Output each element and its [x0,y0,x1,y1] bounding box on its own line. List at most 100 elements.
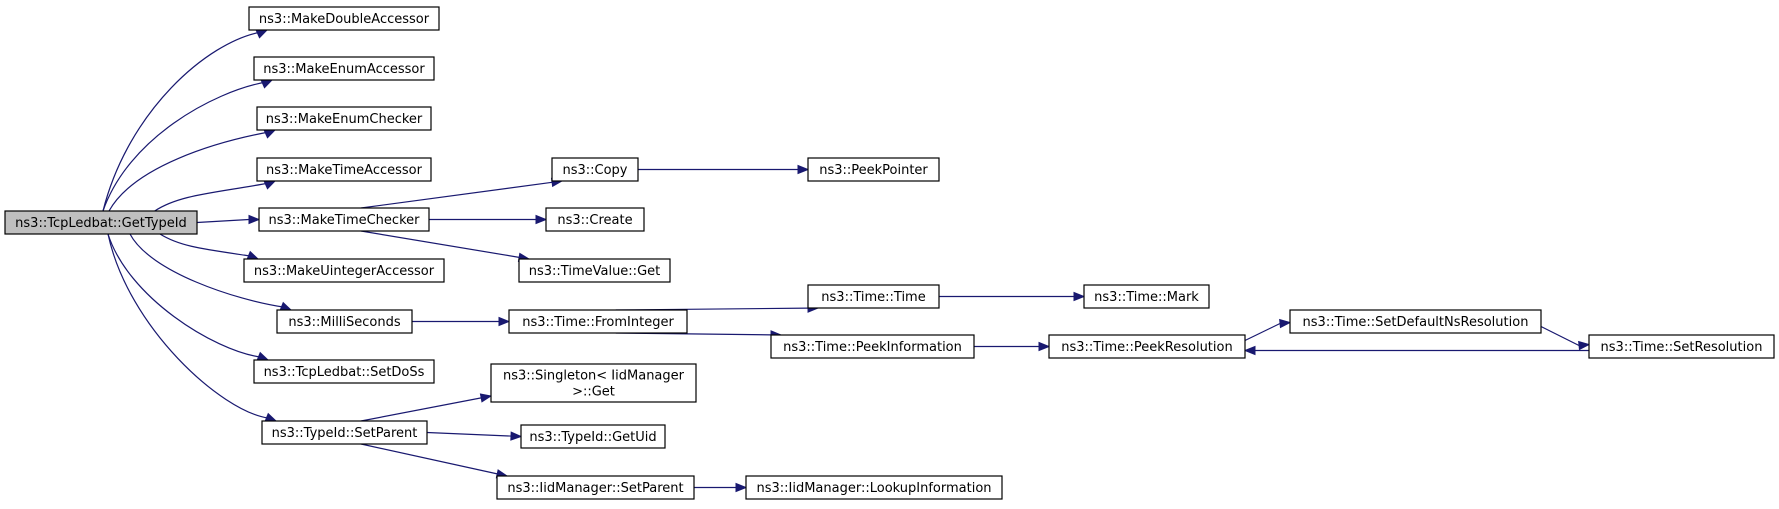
node-box [256,106,432,131]
edge-mkTimeChk-copy [360,181,553,209]
node-mk-enum-acc[interactable]: ns3::MakeEnumAccessor [253,56,435,81]
node-box [1048,334,1246,359]
node-time-mark[interactable]: ns3::Time::Mark [1083,284,1210,309]
edge-root-mkUintAcc [159,233,251,257]
node-mk-uint-acc[interactable]: ns3::MakeUintegerAccessor [243,258,445,283]
node-box [545,207,645,232]
edge-root-mkDblAcc [102,31,262,212]
node-time-time[interactable]: ns3::Time::Time [807,284,940,309]
node-from-int[interactable]: ns3::Time::FromInteger [508,309,688,334]
node-peek-ptr[interactable]: ns3::PeekPointer [807,157,940,182]
edge-tidSetParent-getUid-arrowhead [510,431,523,441]
node-label: ns3::Time::Mark [1094,290,1199,305]
node-label: ns3::Singleton< IidManager [503,369,685,384]
edge-root-mkTimeChk-line [196,218,250,224]
node-mk-enum-chk[interactable]: ns3::MakeEnumChecker [256,106,432,131]
edge-root-setDoSs-line [107,233,261,358]
node-box [1083,284,1210,309]
node-box [253,359,435,384]
node-box [770,334,975,359]
edge-root-mkEnumAcc-arrowhead [260,79,274,89]
edge-tidSetParent-singleton-line [360,397,482,422]
node-root[interactable]: ns3::TcpLedbat::GetTypeId [4,210,198,235]
edge-peekInfo-peekRes-arrowhead [1038,341,1051,352]
node-box [520,424,666,449]
node-label: ns3::MakeEnumChecker [266,112,423,127]
node-label: ns3::TcpLedbat::GetTypeId [15,216,187,231]
edge-setDefRes-setRes-line [1540,325,1580,347]
node-label: ns3::Time::SetResolution [1601,340,1763,355]
node-box [745,475,1003,500]
node-set-res[interactable]: ns3::Time::SetResolution [1588,334,1775,359]
node-box [490,363,697,403]
node-box [243,258,445,283]
node-mk-time-acc[interactable]: ns3::MakeTimeAccessor [256,157,432,182]
edge-setRes-peekRes-arrowhead [1243,345,1256,356]
node-label: ns3::MakeTimeChecker [269,213,421,228]
node-label: ns3::MakeDoubleAccessor [259,12,430,27]
edge-setDefRes-setRes-arrowhead [1578,340,1591,351]
node-label: ns3::IidManager::LookupInformation [756,481,991,496]
node-label: ns3::TypeId::SetParent [272,426,418,441]
node-label: ns3::Copy [562,163,627,178]
edge-root-tidSetParent [107,233,269,419]
edge-mkTimeChk-tvGet [360,230,520,258]
node-box [807,157,940,182]
edge-root-mkEnumChk-line [108,131,270,212]
node-label: ns3::MilliSeconds [288,315,401,330]
node-set-def-res[interactable]: ns3::Time::SetDefaultNsResolution [1289,309,1542,334]
edge-mkTimeChk-copy-line [360,181,553,209]
node-lookup-info[interactable]: ns3::IidManager::LookupInformation [745,475,1003,500]
edge-root-mkEnumAcc-line [102,81,267,212]
node-tv-get[interactable]: ns3::TimeValue::Get [518,258,671,283]
node-box [261,420,428,445]
edge-setDefRes-setRes [1540,325,1580,347]
edge-tidSetParent-getUid [426,431,512,437]
node-box [496,475,695,500]
node-box [551,157,639,182]
node-box [4,210,198,235]
edge-mkTimeChk-tvGet-line [360,230,520,258]
node-mk-time-chk[interactable]: ns3::MakeTimeChecker [258,207,430,232]
edge-root-mkEnumChk-arrowhead [263,129,277,139]
edge-tidSetParent-singleton [360,397,482,422]
edge-root-mkTimeAcc-line [154,182,270,212]
node-copy[interactable]: ns3::Copy [551,157,639,182]
edge-root-mkEnumAcc [102,81,267,212]
node-box [1588,334,1775,359]
edge-tidSetParent-getUid-line [426,431,512,437]
edge-root-mkTimeChk [196,218,250,224]
node-label: ns3::TypeId::GetUid [529,430,656,445]
node-create[interactable]: ns3::Create [545,207,645,232]
node-singleton[interactable]: ns3::Singleton< IidManager>::Get [490,363,697,403]
edge-tidSetParent-iidSetParent-line [360,443,498,475]
edge-iidSetParent-lookupInfo-arrowhead [735,482,748,493]
node-label: ns3::IidManager::SetParent [507,481,683,496]
edge-root-setDoSs [107,233,261,358]
edge-root-milli-line [129,233,284,308]
node-set-do-ss[interactable]: ns3::TcpLedbat::SetDoSs [253,359,435,384]
edge-tidSetParent-singleton-arrowhead [479,393,493,403]
node-label: >::Get [572,385,615,400]
edge-milli-fromInt-arrowhead [498,316,511,327]
node-get-uid[interactable]: ns3::TypeId::GetUid [520,424,666,449]
node-box [1289,309,1542,334]
node-iid-set-parent[interactable]: ns3::IidManager::SetParent [496,475,695,500]
edge-root-tidSetParent-line [107,233,269,419]
node-peek-info[interactable]: ns3::Time::PeekInformation [770,334,975,359]
node-mk-dbl-acc[interactable]: ns3::MakeDoubleAccessor [248,6,440,31]
node-label: ns3::Time::PeekInformation [783,340,962,355]
edge-root-mkDblAcc-line [102,31,262,212]
node-label: ns3::Time::SetDefaultNsResolution [1303,315,1529,330]
node-label: ns3::TimeValue::Get [529,264,661,279]
edge-peekRes-setDefRes-line [1244,322,1281,342]
node-milli[interactable]: ns3::MilliSeconds [276,309,413,334]
edge-mkTimeChk-create-arrowhead [535,214,548,225]
call-graph-nodes: ns3::TcpLedbat::GetTypeId ns3::MakeDouble… [4,6,1775,500]
edge-root-mkUintAcc-arrowhead [246,250,260,260]
node-box [248,6,440,31]
node-tid-set-parent[interactable]: ns3::TypeId::SetParent [261,420,428,445]
node-peek-res[interactable]: ns3::Time::PeekResolution [1048,334,1246,359]
node-label: ns3::Time::FromInteger [522,315,674,330]
